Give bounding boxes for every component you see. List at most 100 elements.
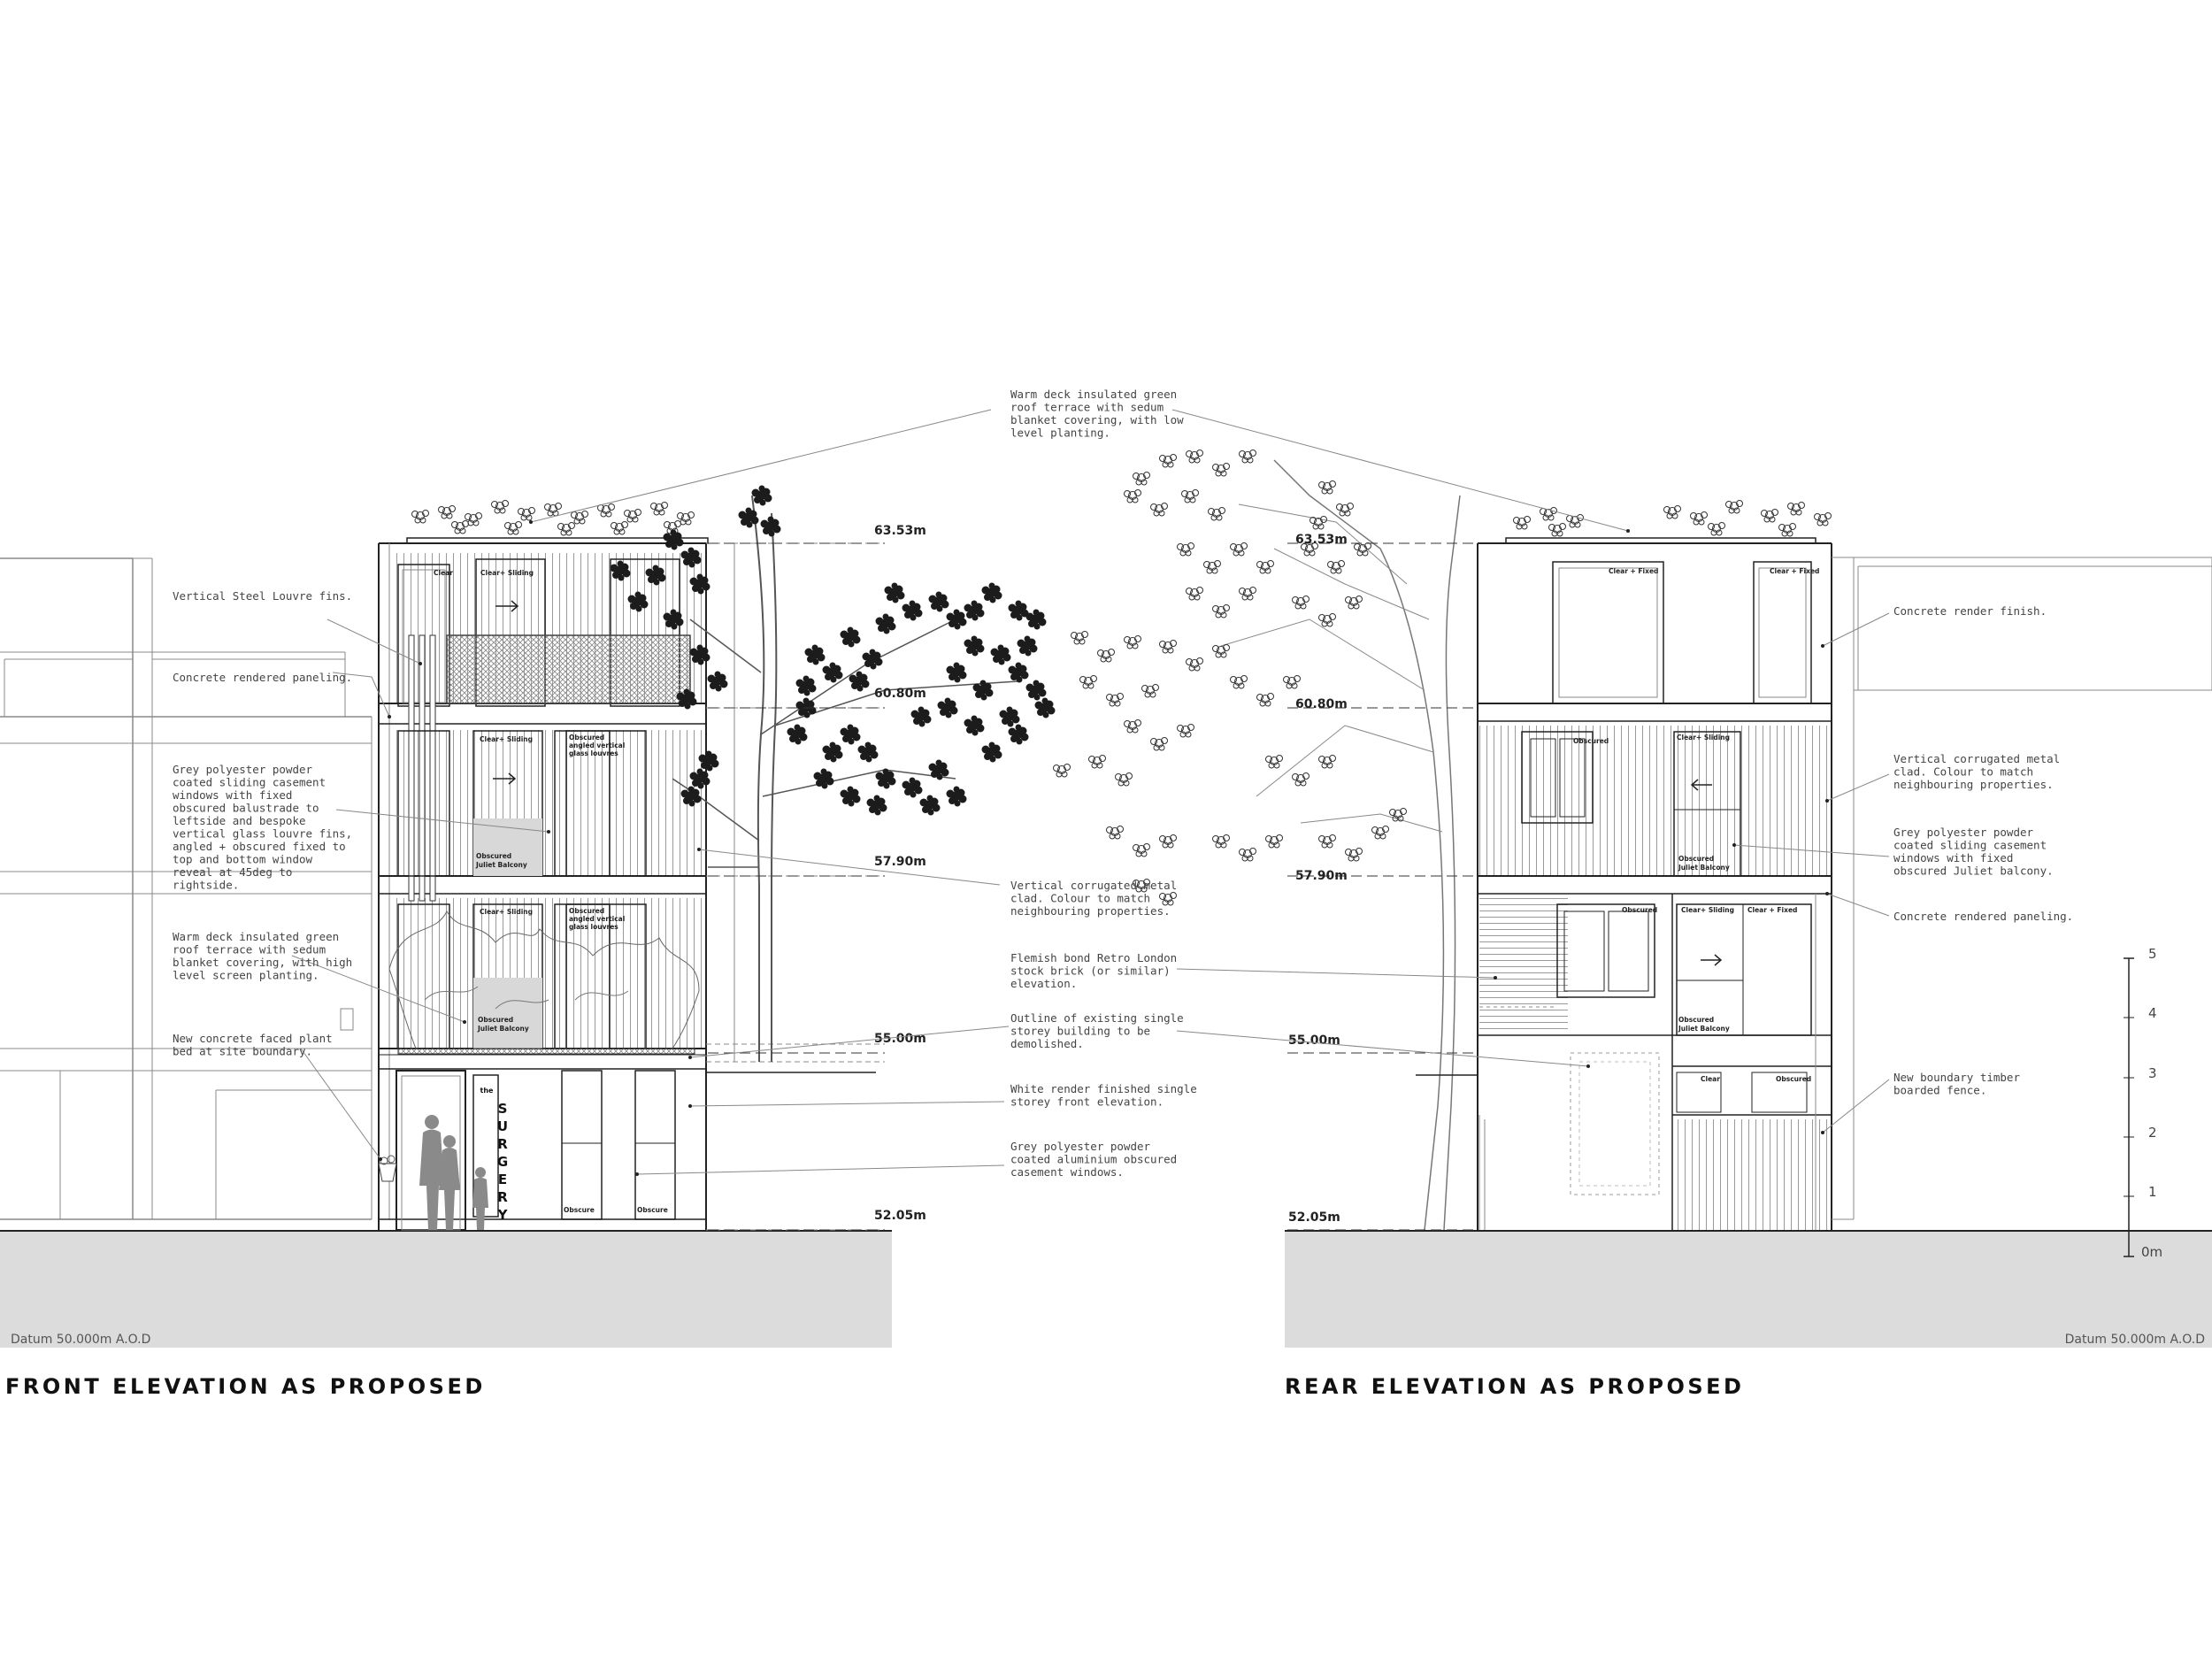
scale-2: 2 <box>2148 1125 2157 1141</box>
rear-roof-planting <box>1513 500 1832 537</box>
front-level-63: 63.53m <box>874 524 926 538</box>
wl-rear-clear-sliding-1: Clear+ Sliding <box>1677 734 1730 741</box>
note-front-terrace-line: level screen planting. <box>173 969 319 982</box>
front-roof-planting <box>411 500 695 536</box>
note-front-terrace-line: blanket covering, with high <box>173 956 352 969</box>
wl-rear-obscured-2: Obscured <box>1678 855 1714 863</box>
note-front-windows-line: windows with fixed <box>173 788 292 802</box>
wl-rear-juliet-1: Juliet Balcony <box>1678 864 1730 872</box>
sign-letter: E <box>498 1172 507 1187</box>
sign-letter: Y <box>497 1207 509 1223</box>
wl-rear-obscured-3: Obscured <box>1622 906 1657 914</box>
wl-front-obscure-1: Obscure <box>564 1206 595 1214</box>
wl-front-louvre-a-1: Obscured <box>569 734 604 741</box>
note-front-windows-line: Grey polyester powder <box>173 763 313 776</box>
level-lines <box>708 542 1473 1231</box>
note-roof-terrace-line: Warm deck insulated green <box>1010 388 1177 401</box>
scale-bar: 5 4 3 2 1 0m <box>2124 946 2162 1260</box>
note-rear-windows-line: obscured Juliet balcony. <box>1893 864 2054 878</box>
note-rear-render: Concrete render finish. <box>1893 604 2047 618</box>
note-rear-paneling-line: Concrete rendered paneling. <box>1893 910 2073 923</box>
front-left-neighbour <box>0 557 373 1220</box>
note-front-windows-line: obscured balustrade to <box>173 802 319 815</box>
people-figures <box>419 1115 488 1230</box>
note-front-windows-line: reveal at 45deg to <box>173 865 292 879</box>
wl-front-louvre-b-2: angled vertical <box>569 915 625 923</box>
note-flemish-brick-line: stock brick (or similar) <box>1010 964 1171 978</box>
front-level-52: 52.05m <box>874 1209 926 1223</box>
leader-lines <box>291 409 1890 1175</box>
note-front-windows-line: rightside. <box>173 879 239 892</box>
front-window-labels: Clear Clear+ Sliding Clear+ Sliding Obsc… <box>434 569 668 1214</box>
sign-letter: R <box>497 1189 508 1205</box>
rear-elevation-title: REAR ELEVATION AS PROPOSED <box>1285 1374 1744 1399</box>
wl-rear-clear-sliding-2: Clear+ Sliding <box>1681 906 1734 914</box>
front-ground <box>0 1231 892 1348</box>
front-datum: Datum 50.000m A.O.D <box>11 1333 150 1347</box>
wl-front-louvre-c-2: glass louvres <box>569 923 618 931</box>
note-roof-terrace-line: level planting. <box>1010 426 1110 440</box>
scale-0: 0m <box>2141 1244 2162 1260</box>
wl-front-louvre-b-1: angled vertical <box>569 741 625 749</box>
note-rear-corrugated-line: Vertical corrugated metal <box>1893 752 2060 765</box>
rear-window-labels: Clear + Fixed Clear + Fixed Obscured Cle… <box>1573 567 1819 1083</box>
rear-level-57: 57.90m <box>1295 869 1348 883</box>
wl-rear-clear-fixed-1: Clear + Fixed <box>1609 567 1658 575</box>
note-front-corrugated-line: neighbouring properties. <box>1010 904 1171 918</box>
wl-rear-clear-fixed-2: Clear + Fixed <box>1770 567 1819 575</box>
note-front-paneling-line: Concrete rendered paneling. <box>173 671 352 684</box>
front-building <box>378 500 709 1231</box>
front-level-57: 57.90m <box>874 855 926 869</box>
wl-front-clear-sliding-1: Clear+ Sliding <box>480 569 534 577</box>
note-rear-corrugated-line: neighbouring properties. <box>1893 778 2054 791</box>
annotation-notes: Vertical Steel Louvre fins. Concrete rend… <box>173 388 2073 1179</box>
wl-front-obscured-1: Obscured <box>476 852 511 860</box>
rear-level-55: 55.00m <box>1288 1033 1340 1048</box>
note-roof-terrace-line: blanket covering, with low <box>1010 413 1184 426</box>
wl-rear-juliet-2: Juliet Balcony <box>1678 1025 1730 1033</box>
note-front-paneling: Concrete rendered paneling. <box>173 671 352 684</box>
note-casement-windows-line: coated aluminium obscured <box>1010 1153 1177 1166</box>
note-flemish-brick-line: elevation. <box>1010 977 1077 990</box>
front-tree <box>610 485 1056 1062</box>
note-front-corrugated-line: clad. Colour to match <box>1010 892 1150 905</box>
sign-letter: U <box>497 1118 508 1134</box>
wl-front-juliet-2: Juliet Balcony <box>477 1025 529 1033</box>
note-outline-existing-line: demolished. <box>1010 1037 1084 1050</box>
wl-front-clear-sliding-3: Clear+ Sliding <box>480 908 533 916</box>
rear-level-52: 52.05m <box>1288 1210 1340 1225</box>
wl-front-obscured-2: Obscured <box>478 1016 513 1024</box>
scale-3: 3 <box>2148 1065 2157 1081</box>
note-plant-bed-line: bed at site boundary. <box>173 1045 312 1058</box>
note-rear-paneling: Concrete rendered paneling. <box>1893 910 2073 923</box>
note-flemish-brick-line: Flemish bond Retro London <box>1010 951 1177 964</box>
wl-rear-obscured-1: Obscured <box>1573 737 1609 745</box>
note-vertical-louvre-line: Vertical Steel Louvre fins. <box>173 589 352 603</box>
wl-rear-obscured-5: Obscured <box>1776 1075 1811 1083</box>
note-casement-windows-line: Grey polyester powder <box>1010 1140 1151 1153</box>
note-rear-render-line: Concrete render finish. <box>1893 604 2047 618</box>
center-tree <box>1053 449 1461 1231</box>
wl-rear-obscured-4: Obscured <box>1678 1016 1714 1024</box>
wl-front-juliet-1: Juliet Balcony <box>475 861 527 869</box>
wl-front-clear: Clear <box>434 569 453 577</box>
front-right-neighbour <box>706 542 885 1231</box>
note-rear-windows-line: Grey polyester powder <box>1893 826 2034 839</box>
front-level-60: 60.80m <box>874 687 926 701</box>
louvre-fins <box>408 634 436 902</box>
note-white-render-line: storey front elevation. <box>1010 1095 1164 1109</box>
sign-letter: G <box>497 1154 508 1170</box>
note-roof-terrace-line: roof terrace with sedum <box>1010 401 1164 414</box>
note-outline-existing-line: storey building to be <box>1010 1025 1150 1038</box>
wl-front-louvre-c-1: glass louvres <box>569 749 618 757</box>
